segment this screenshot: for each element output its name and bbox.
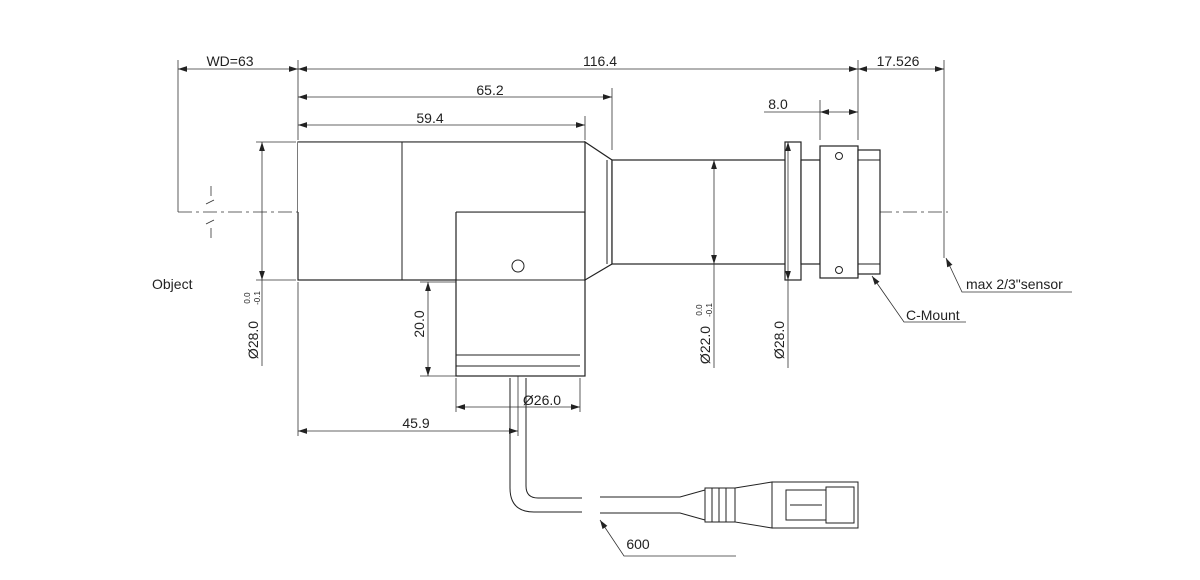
mount-diameter-text: Ø28.0 xyxy=(771,321,787,359)
rear-diameter-text: Ø22.0 xyxy=(697,326,713,364)
front-diameter-text: Ø28.0 xyxy=(245,321,261,359)
front-tol-lower: -0.1 xyxy=(253,291,262,305)
wd-dimension-text: WD=63 xyxy=(206,53,253,69)
length-59-text: 59.4 xyxy=(416,110,443,126)
port-diameter-text: Ø26.0 xyxy=(523,392,561,408)
object-label: Object xyxy=(152,276,193,292)
leader-lines xyxy=(599,257,1072,557)
length-65-text: 65.2 xyxy=(476,82,503,98)
sensor-label: max 2/3"sensor xyxy=(966,276,1063,292)
mount-length-text: 8.0 xyxy=(768,96,788,112)
back-focus-text: 17.526 xyxy=(877,53,920,69)
side-offset-text: 45.9 xyxy=(402,415,429,431)
lens-body xyxy=(297,140,881,377)
total-length-text: 116.4 xyxy=(583,53,617,69)
dimension-lines xyxy=(178,66,944,434)
c-mount-label: C-Mount xyxy=(906,307,960,323)
cable-length-text: 600 xyxy=(626,536,650,552)
rear-tol-upper: 0.0 xyxy=(695,304,704,316)
object-plane-symbol xyxy=(205,186,215,238)
port-height-text: 20.0 xyxy=(411,310,427,337)
cable xyxy=(509,378,859,529)
rear-tol-lower: -0.1 xyxy=(705,303,714,317)
front-tol-upper: 0.0 xyxy=(243,292,252,304)
